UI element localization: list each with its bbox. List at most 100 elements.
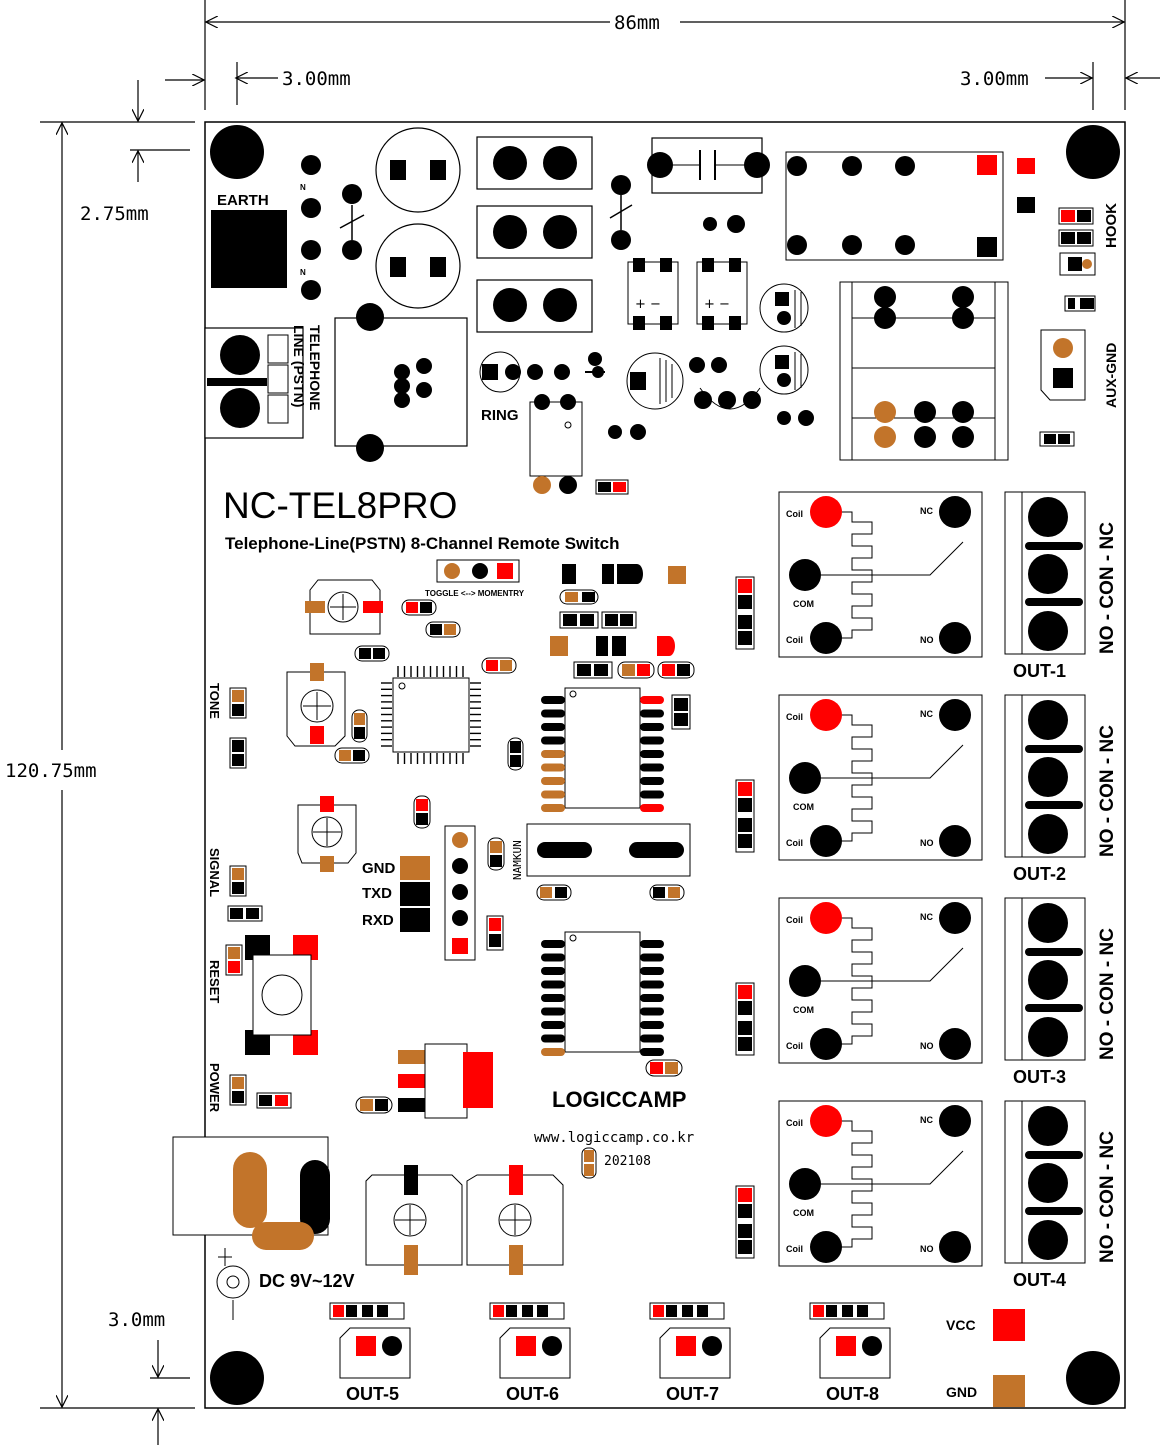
small-n-marks: N N [300, 183, 306, 277]
dip-relay [785, 151, 1004, 261]
svg-text:SIGNAL: SIGNAL [207, 848, 222, 897]
output-label: OUT-7 [666, 1384, 719, 1404]
svg-text:+ −: + − [635, 297, 661, 312]
telephone-line-label: TELEPHONE LINE (PSTN) [291, 325, 323, 411]
svg-text:Coil: Coil [786, 1244, 803, 1254]
toggle-jumper [436, 559, 520, 583]
output-label: OUT-1 [1013, 661, 1066, 681]
large-capacitors [375, 127, 461, 309]
pad-legend: VCC GND [946, 1309, 1025, 1407]
dc-power-jack [172, 1136, 330, 1320]
width-label: 86mm [614, 12, 660, 34]
svg-text:NO: NO [920, 635, 934, 645]
height-label: 120.75mm [5, 760, 97, 782]
svg-text:Coil: Coil [786, 1118, 803, 1128]
mounting-hole [210, 125, 264, 179]
soic-chip-upper [541, 687, 664, 812]
model-title: NC-TEL8PRO [223, 485, 457, 526]
svg-text:Coil: Coil [786, 1041, 803, 1051]
dc-voltage-label: DC 9V~12V [259, 1271, 355, 1291]
aux-gnd-connector [1040, 329, 1086, 401]
brand-name: LOGICCAMP [552, 1087, 686, 1112]
svg-text:RXD: RXD [362, 912, 394, 929]
svg-text:NC: NC [920, 709, 933, 719]
output-label: OUT-4 [1013, 1270, 1066, 1290]
diode-symbol [339, 205, 365, 240]
rj-jack-pins [356, 303, 432, 462]
svg-text:Coil: Coil [786, 838, 803, 848]
toggle-label: TOGGLE <--> MOMENTRY [425, 589, 525, 598]
svg-text:NC: NC [920, 1115, 933, 1125]
capacitor [375, 223, 461, 309]
dimension-annotations [40, 0, 1160, 1445]
uart-labels: GND TXD RXD [362, 860, 396, 929]
svg-text:COM: COM [793, 802, 814, 812]
svg-text:NC: NC [920, 506, 933, 516]
aux-gnd-label: AUX-GND [1103, 343, 1119, 408]
svg-text:NO - CON - NC: NO - CON - NC [1097, 928, 1118, 1060]
mounting-holes [210, 125, 1120, 1405]
svg-text:NO - CON - NC: NO - CON - NC [1097, 522, 1118, 654]
electrolytic-caps [626, 283, 809, 410]
svg-text:COM: COM [793, 599, 814, 609]
bottom-output: OUT-6 [489, 1302, 571, 1404]
svg-text:Coil: Coil [786, 712, 803, 722]
revision-label: 202108 [604, 1154, 651, 1169]
svg-text:Coil: Coil [786, 509, 803, 519]
ring-label: RING [481, 407, 519, 424]
mounting-hole [210, 1351, 264, 1405]
film-capacitor [647, 137, 770, 194]
right-margin-label: 3.00mm [960, 68, 1029, 90]
svg-text:GND: GND [362, 860, 396, 877]
capacitor [375, 127, 461, 213]
output-label: OUT-2 [1013, 864, 1066, 884]
microcontroller-qfp [381, 666, 481, 764]
svg-text:COM: COM [793, 1005, 814, 1015]
svg-text:N: N [300, 183, 306, 192]
soic-chip-lower [541, 931, 664, 1056]
svg-text:N: N [300, 268, 306, 277]
svg-text:NO - CON - NC: NO - CON - NC [1097, 1131, 1118, 1263]
svg-text:TXD: TXD [362, 885, 392, 902]
bottom-margin-label: 3.0mm [108, 1309, 165, 1331]
svg-text:NO: NO [920, 1041, 934, 1051]
voltage-regulator [398, 1043, 493, 1119]
hook-indicator [1058, 207, 1096, 312]
side-leds [225, 687, 292, 1109]
svg-text:TELEPHONE: TELEPHONE [307, 325, 323, 411]
trimmer-potentiometers [286, 579, 383, 872]
output-label: OUT-6 [506, 1384, 559, 1404]
smd-parts [334, 564, 695, 951]
svg-text:NO: NO [920, 838, 934, 848]
svg-text:Coil: Coil [786, 915, 803, 925]
side-labels: TONE SIGNAL RESET POWER [207, 683, 222, 1113]
svg-text:NC: NC [920, 912, 933, 922]
output-label: OUT-3 [1013, 1067, 1066, 1087]
svg-text:NO - CON - NC: NO - CON - NC [1097, 725, 1118, 857]
bottom-output: OUT-5 [329, 1302, 411, 1404]
dimension-labels: 86mm 3.00mm 3.00mm 2.75mm 120.75mm 3.0mm [5, 12, 1029, 1331]
bridge-rectifiers: + − + − [627, 258, 748, 330]
chip-mark-label: NAMKUN [511, 840, 524, 880]
svg-text:COM: COM [793, 1208, 814, 1218]
bottom-trimmers [365, 1165, 564, 1275]
earth-pad [211, 210, 287, 288]
crystal-oscillator [526, 823, 691, 877]
svg-text:Coil: Coil [786, 635, 803, 645]
mounting-hole [1066, 125, 1120, 179]
svg-text:NO: NO [920, 1244, 934, 1254]
svg-text:TONE: TONE [207, 683, 222, 719]
top-headers [476, 136, 593, 333]
svg-text:GND: GND [946, 1384, 977, 1400]
power-relay [839, 281, 1009, 461]
reset-button [245, 935, 318, 1055]
optocoupler [529, 401, 583, 477]
hook-label: HOOK [1103, 203, 1120, 248]
bottom-output: OUT-8 [809, 1302, 891, 1404]
rj-jack-outline [334, 317, 468, 447]
